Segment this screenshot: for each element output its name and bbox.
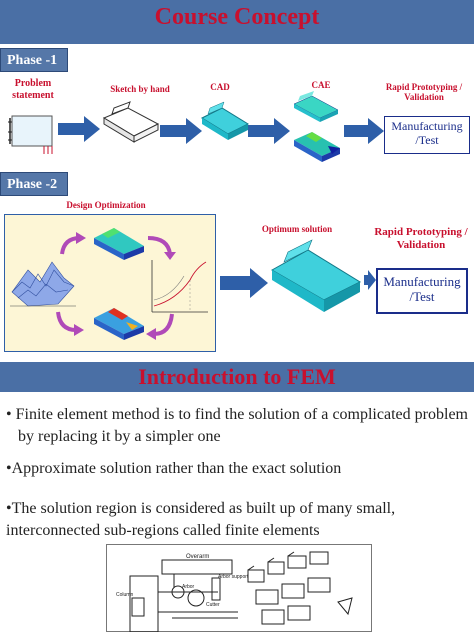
slide2-title-band: [0, 362, 474, 392]
arrow-to-rapid-2: [364, 270, 376, 290]
cycle-arrow-bottom-right: [146, 313, 174, 340]
bullet-1-text: • Finite element method is to find the s…: [6, 406, 468, 445]
bullet-1: • Finite element method is to find the s…: [6, 404, 468, 448]
rapid-label-1: Rapid Prototyping / Validation: [385, 82, 463, 103]
slide2-title: Introduction to FEM: [138, 364, 336, 389]
optimization-surface-plot: [10, 261, 76, 307]
figure-label-arbor-support: Arbor support: [218, 574, 249, 580]
cad-part: [200, 101, 250, 140]
manufacturing-box-2: Manufacturing /Test: [376, 268, 468, 314]
phase1-label: Phase -1: [0, 48, 68, 72]
arrow-to-cae: [248, 118, 290, 144]
cae-part-top: [293, 91, 339, 122]
sketch-label: Sketch by hand: [110, 84, 170, 94]
figure-label-arbor: Arbor: [182, 584, 195, 590]
bullet-3: •The solution region is considered as bu…: [6, 498, 468, 542]
figure-label-cutter: Cutter: [206, 602, 220, 608]
arrow-to-sketch: [58, 116, 100, 142]
slide1-title: Course Concept: [154, 4, 320, 30]
manufacturing-box-1: Manufacturing /Test: [384, 116, 470, 154]
figure-label-column: Column: [116, 592, 133, 598]
phase2-label: Phase -2: [0, 172, 68, 196]
rapid-label-2: Rapid Prototyping / Validation: [374, 226, 468, 251]
optimum-solution-label: Optimum solution: [261, 224, 333, 234]
arrow-to-optimum: [220, 268, 268, 298]
design-part-bottom: [94, 308, 144, 340]
cae-label: CAE: [311, 80, 331, 90]
problem-statement-figure: [8, 115, 53, 154]
problem-statement-label: Problem statement: [12, 78, 54, 101]
milling-machine-drawing: Overarm Arbor support Arbor Column Cutte…: [116, 554, 249, 632]
arrow-to-cad: [160, 118, 202, 144]
sketch-part: [102, 101, 160, 143]
cycle-arrow-top-left: [60, 232, 86, 255]
arrow-to-rapid-1: [344, 118, 384, 144]
figure-label-overarm: Overarm: [186, 554, 209, 560]
bullet-2-text: •Approximate solution rather than the ex…: [6, 460, 342, 477]
design-optimization-label: Design Optimization: [66, 200, 146, 210]
exploded-element-drawing: [247, 551, 353, 625]
bullet-3-text: •The solution region is considered as bu…: [6, 500, 396, 539]
cae-part-bottom: [294, 132, 340, 162]
cad-label: CAD: [210, 82, 230, 92]
cycle-arrow-top-right: [147, 236, 176, 260]
optimum-solution-part: [270, 239, 362, 312]
bullet-2: •Approximate solution rather than the ex…: [6, 458, 468, 480]
cycle-arrow-bottom-left: [56, 311, 84, 336]
design-part-top: [94, 228, 144, 260]
objective-curve-plot: [151, 260, 208, 313]
slide1-title-band: [0, 0, 474, 44]
